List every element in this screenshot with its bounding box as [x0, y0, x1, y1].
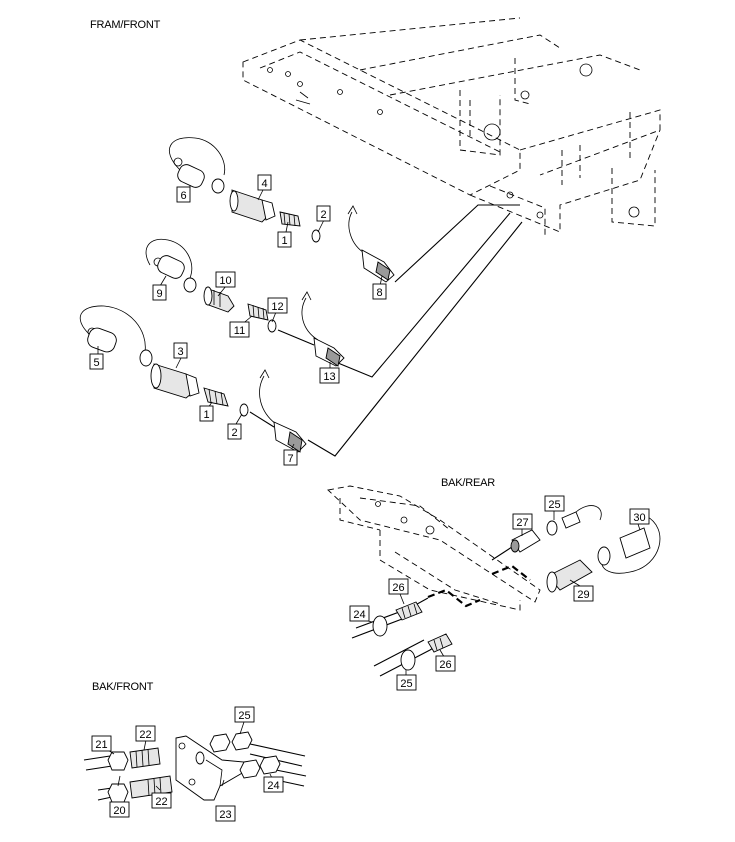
callout-22-lower: 22 [151, 792, 172, 809]
hose-line-upper [394, 204, 520, 283]
callout-1-lower: 1 [199, 405, 214, 422]
callout-label: 25 [548, 499, 560, 511]
coupler-assembly-lower [79, 305, 307, 453]
section-label-fram-front: FRAM/FRONT [90, 19, 161, 31]
callout-11: 11 [229, 321, 250, 338]
callout-5: 5 [89, 353, 104, 370]
callout-4: 4 [257, 174, 272, 191]
callout-label: 20 [113, 805, 125, 817]
callout-12: 12 [267, 297, 288, 314]
callout-label: 27 [516, 517, 528, 529]
callout-26-upper: 26 [388, 578, 409, 595]
callout-30: 30 [629, 508, 650, 525]
callout-6: 6 [176, 186, 191, 203]
callout-10: 10 [215, 271, 236, 288]
callout-label: 9 [156, 288, 162, 300]
callout-label: 1 [281, 235, 287, 247]
callout-label: 3 [177, 346, 183, 358]
callout-label: 23 [219, 809, 231, 821]
callout-label: 2 [320, 209, 326, 221]
hose-line-lower [307, 221, 523, 457]
callout-22-upper: 22 [135, 725, 156, 742]
callout-label: 30 [633, 512, 645, 524]
callout-label: 22 [155, 796, 167, 808]
callout-25-rear-top: 25 [544, 495, 565, 512]
callout-label: 26 [439, 659, 451, 671]
callout-label: 22 [139, 729, 151, 741]
callout-20: 20 [109, 801, 130, 818]
callout-label: 29 [577, 589, 589, 601]
callout-label: 2 [231, 427, 237, 439]
callout-label: 5 [93, 357, 99, 369]
callout-3: 3 [173, 342, 188, 359]
callout-13: 13 [319, 367, 340, 384]
callout-26-lower: 26 [435, 655, 456, 672]
callout-8: 8 [372, 283, 387, 300]
callout-24-rear: 24 [349, 605, 370, 622]
callout-7: 7 [283, 449, 298, 466]
callout-23: 23 [215, 805, 236, 822]
tractor-frame-outline [242, 17, 661, 238]
section-label-bak-rear: BAK/REAR [441, 477, 495, 489]
rear-bracket-assembly [327, 485, 661, 677]
callout-label: 12 [271, 301, 283, 313]
callout-29: 29 [573, 585, 594, 602]
callout-21: 21 [91, 735, 112, 752]
callout-25-front: 25 [234, 706, 255, 723]
callout-9: 9 [152, 284, 167, 301]
callout-label: 6 [180, 190, 186, 202]
callout-label: 1 [203, 409, 209, 421]
callout-2-lower: 2 [227, 423, 242, 440]
coupler-assembly-upper [169, 137, 395, 283]
callout-label: 10 [219, 275, 231, 287]
callout-label: 11 [234, 325, 245, 337]
callout-label: 26 [392, 582, 404, 594]
callout-label: 8 [376, 287, 382, 299]
section-label-bak-front: BAK/FRONT [92, 681, 154, 693]
front-bracket-assembly [83, 731, 307, 803]
callout-label: 7 [287, 453, 293, 465]
callout-24-front: 24 [263, 776, 284, 793]
callout-label: 21 [95, 739, 107, 751]
callout-label: 25 [238, 710, 250, 722]
callout-25-rear-bottom: 25 [396, 674, 417, 691]
callout-label: 13 [323, 371, 335, 383]
callout-label: 25 [400, 678, 412, 690]
callout-2-upper: 2 [316, 205, 331, 222]
callout-label: 24 [353, 609, 365, 621]
callout-label: 4 [261, 178, 267, 190]
hose-line-middle [337, 212, 511, 378]
callout-27: 27 [512, 513, 533, 530]
callout-label: 24 [267, 780, 279, 792]
coupler-assembly-middle [145, 238, 345, 367]
callout-1-upper: 1 [277, 231, 292, 248]
